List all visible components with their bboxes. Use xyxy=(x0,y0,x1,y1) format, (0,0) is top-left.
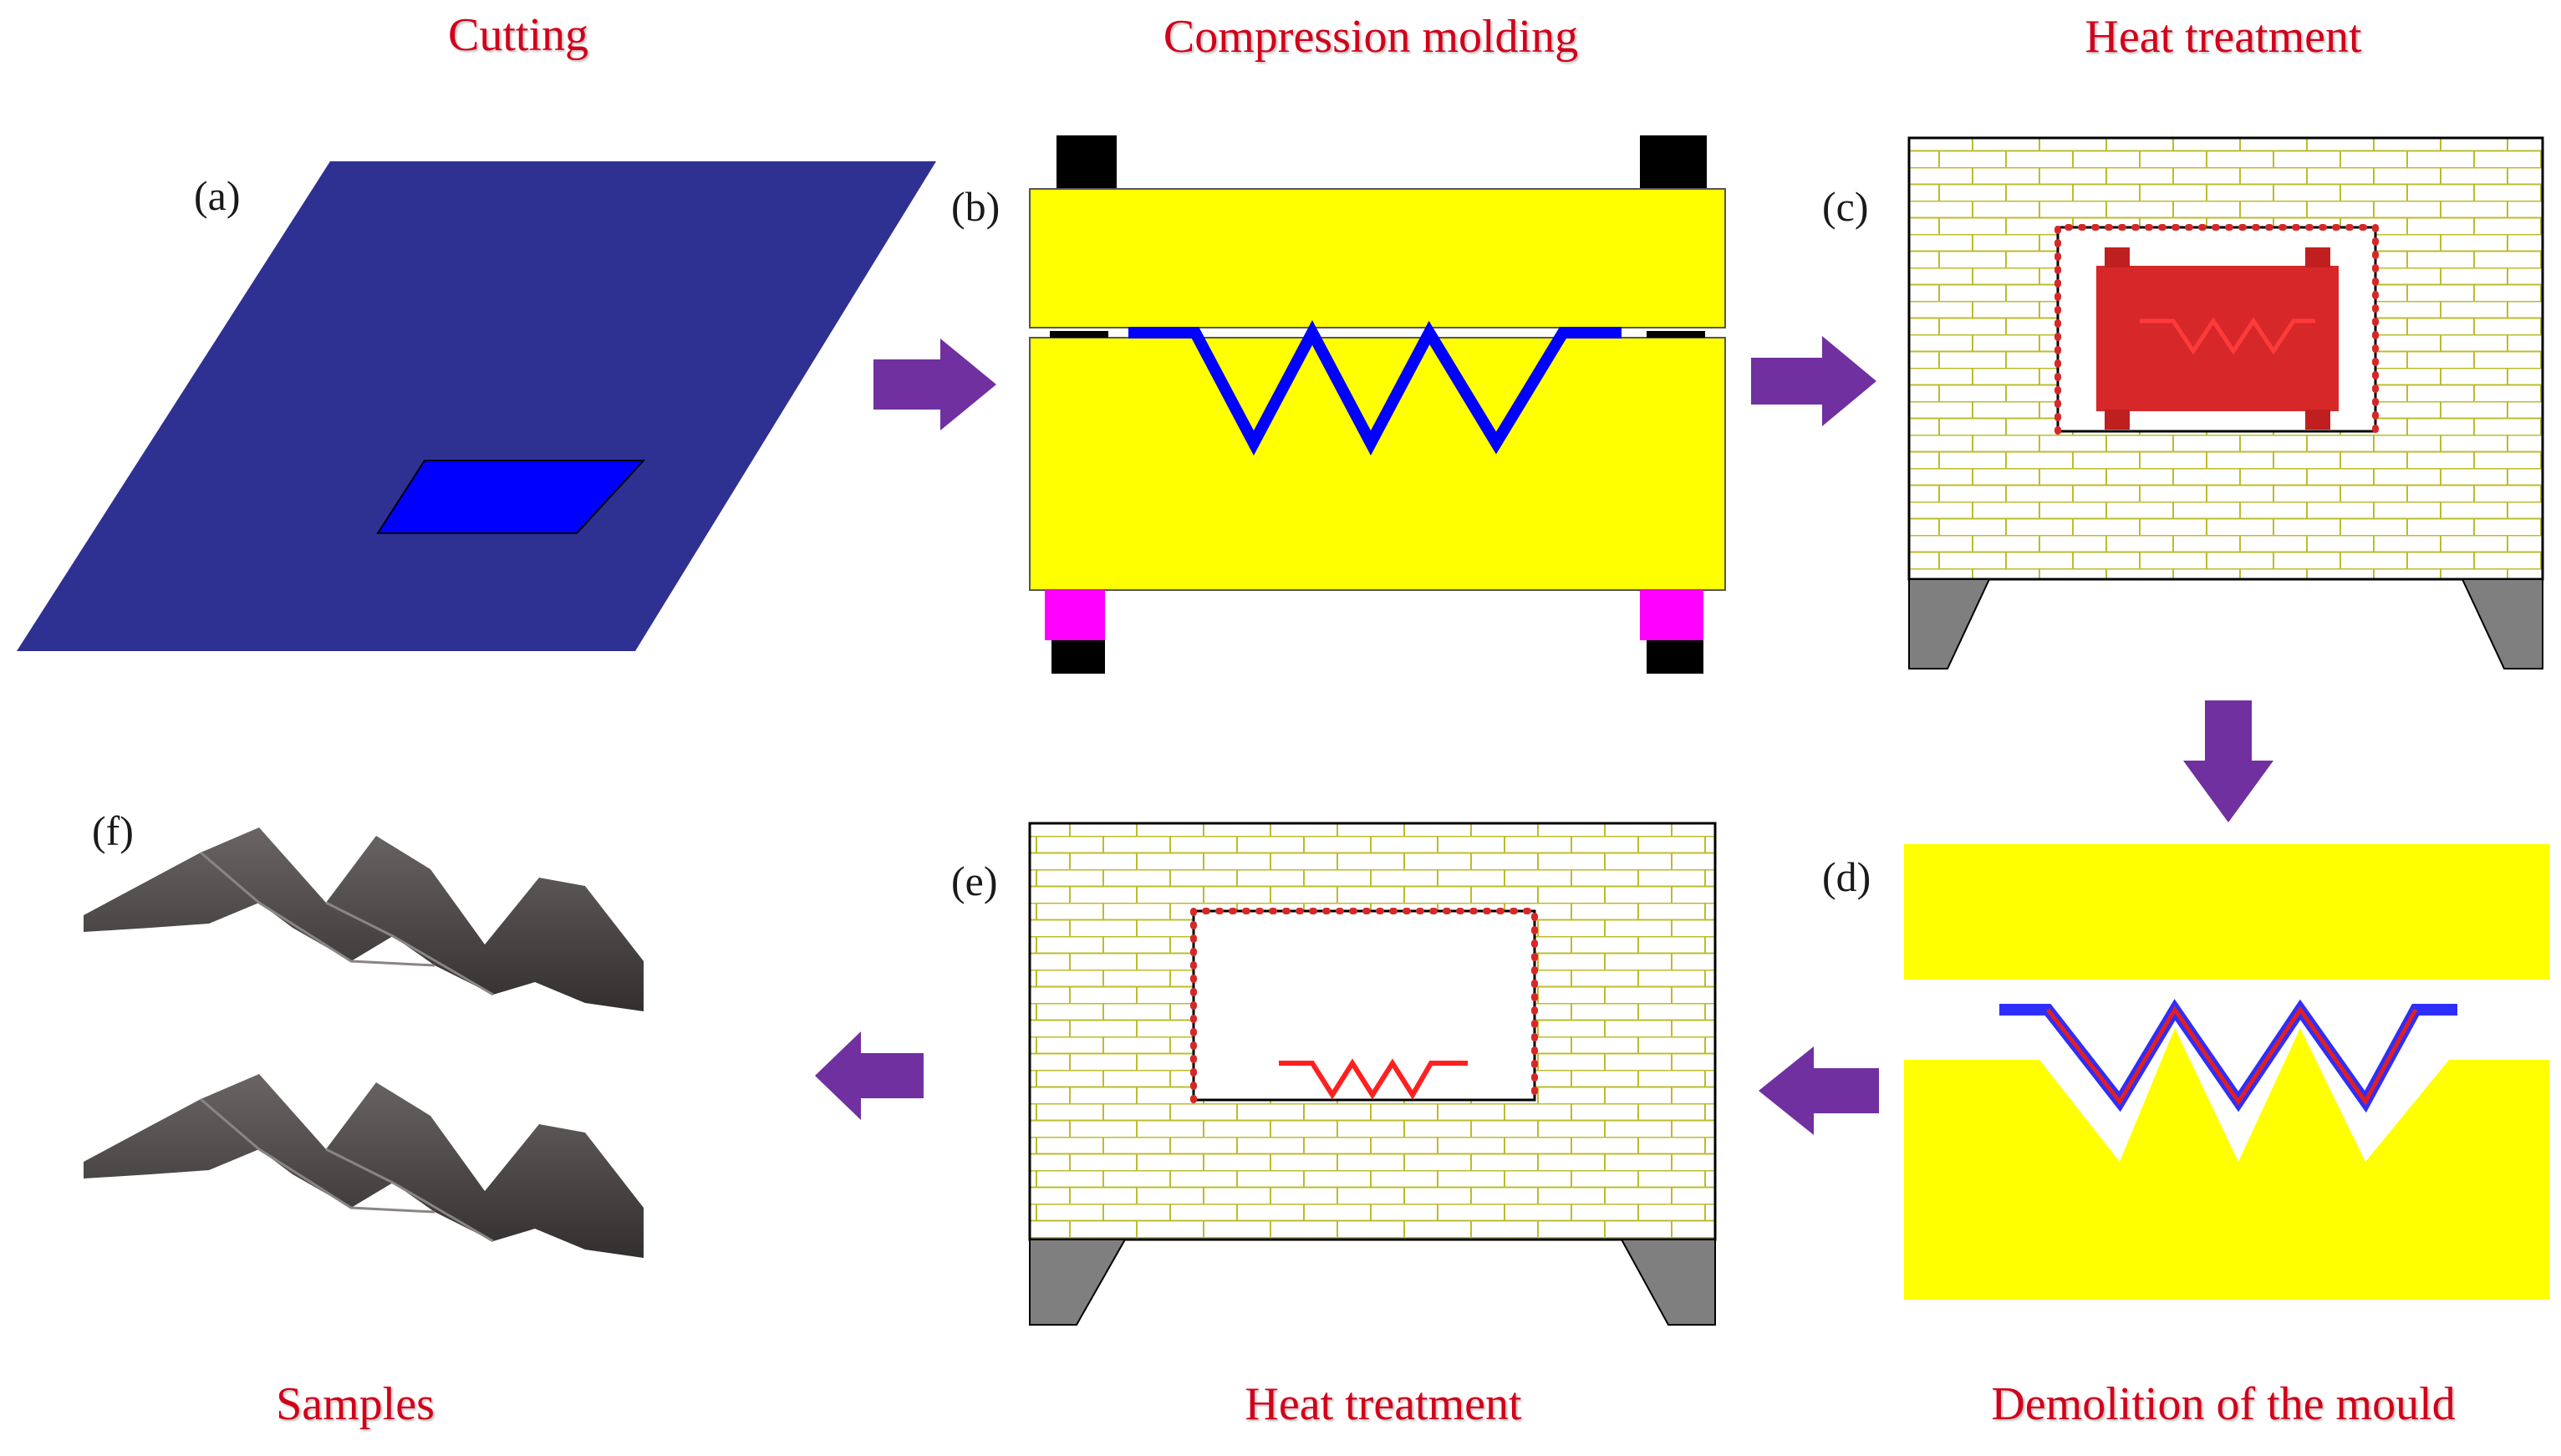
spacer-left xyxy=(1045,590,1105,640)
panel-tag-a: (a) xyxy=(194,172,241,219)
panel-tag-b: (b) xyxy=(951,183,1000,230)
arrow-c-to-d xyxy=(2183,700,2273,822)
prepreg-sheet xyxy=(17,161,936,651)
panel-tag-f: (f) xyxy=(92,807,134,854)
title-samples: Samples xyxy=(276,1378,435,1430)
panel-tag-d: (d) xyxy=(1822,853,1871,900)
sample-2 xyxy=(84,1074,644,1258)
opened-mould xyxy=(1904,844,2549,1300)
panel-tag-e: (e) xyxy=(951,858,998,904)
title-compression-molding: Compression molding xyxy=(1163,11,1579,63)
clamp-top-left xyxy=(1056,135,1117,189)
arrow-b-to-c xyxy=(1751,336,1876,426)
lower-die xyxy=(1029,337,1726,591)
clamp-top-right xyxy=(1640,135,1707,189)
lower-die-open xyxy=(1904,1028,2549,1300)
title-heat-treatment-2: Heat treatment xyxy=(1245,1378,1522,1430)
corrugated-laminate xyxy=(1128,320,1622,456)
upper-die-open xyxy=(1904,844,2549,980)
heated-mould xyxy=(2096,266,2339,411)
furnace-with-mould xyxy=(1907,136,2544,669)
title-heat-treatment-1: Heat treatment xyxy=(2085,11,2362,63)
furnace-leg-left xyxy=(1908,578,1991,669)
spacer-right xyxy=(1640,590,1703,640)
furnace-leg-left xyxy=(1029,1239,1127,1326)
compression-mould xyxy=(1029,135,1726,674)
furnace-leg-right xyxy=(1620,1239,1716,1326)
furnace-leg-right xyxy=(2461,578,2543,669)
cut-piece xyxy=(376,460,646,534)
post-cured-part xyxy=(1279,1058,1468,1100)
arrow-e-to-f xyxy=(815,1031,924,1120)
title-demolition: Demolition of the mould xyxy=(1991,1378,2456,1430)
upper-die xyxy=(1029,188,1726,328)
panel-tag-c: (c) xyxy=(1822,183,1869,230)
title-cutting: Cutting xyxy=(447,9,589,61)
arrow-d-to-e xyxy=(1759,1046,1879,1135)
sample-1 xyxy=(84,827,644,1011)
arrow-a-to-b xyxy=(873,339,996,430)
furnace-with-part xyxy=(1028,822,1717,1326)
